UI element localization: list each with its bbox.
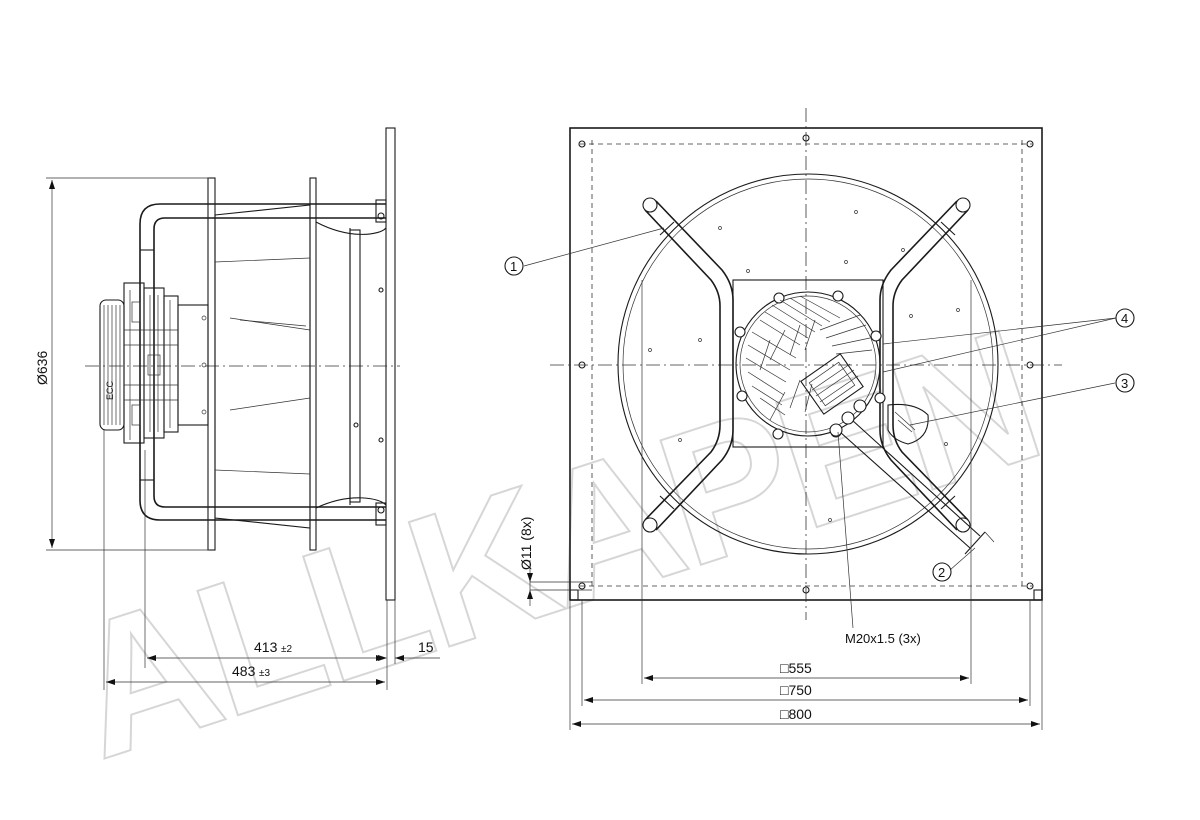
side-mounting-plate: [385, 127, 396, 601]
depth-dimension-label: 413: [254, 639, 278, 655]
front-view: 1 4 3 2 Ø11 (8x) M20x1.5 (3x): [504, 108, 1135, 730]
plate-thickness-label: 15: [418, 639, 434, 655]
side-motor: ECC: [99, 282, 209, 444]
diameter-dimension-label: Ø636: [34, 351, 50, 385]
side-inlet-ring: [309, 177, 317, 551]
callout-3-bubble: [1115, 373, 1135, 393]
callout-2-bubble: [932, 562, 952, 582]
side-view: ECC Ø636 413 ±2 15 483 ±3: [34, 127, 440, 690]
side-support-bar-outer: [139, 203, 386, 521]
callout-1-bubble: [504, 256, 524, 276]
depth-tolerance: ±2: [281, 644, 292, 655]
side-support-bar-inner: [153, 217, 386, 508]
dim-750-label: □750: [780, 682, 812, 698]
dim-800-label: □800: [780, 706, 812, 722]
side-inlet-cone: [315, 221, 387, 509]
overall-depth-tolerance: ±3: [259, 668, 270, 679]
callout-1-label: 1: [510, 259, 517, 274]
impeller-holes: [648, 210, 960, 522]
side-impeller-body: [214, 204, 311, 529]
callout-2-label: 2: [938, 565, 945, 580]
front-inlet-ring: [617, 173, 999, 555]
support-bars: [642, 197, 971, 533]
callout-1-leader: [523, 227, 665, 267]
thread-spec-label: M20x1.5 (3x): [845, 631, 921, 646]
mounting-holes: [578, 134, 1034, 594]
side-impeller-disc: [207, 177, 216, 551]
callout-3-label: 3: [1121, 376, 1128, 391]
callout-4-label: 4: [1121, 311, 1128, 326]
callout-4-bubble: [1115, 308, 1135, 328]
front-motor: [734, 290, 886, 440]
overall-depth-label: 483: [232, 663, 256, 679]
thread-leader: [837, 431, 854, 629]
terminal-box: [887, 403, 929, 445]
cable-gland: [839, 419, 986, 555]
dim-555-label: □555: [780, 660, 812, 676]
hole-diameter-label: Ø11 (8x): [518, 517, 534, 570]
svg-text:ECC: ECC: [105, 380, 115, 400]
